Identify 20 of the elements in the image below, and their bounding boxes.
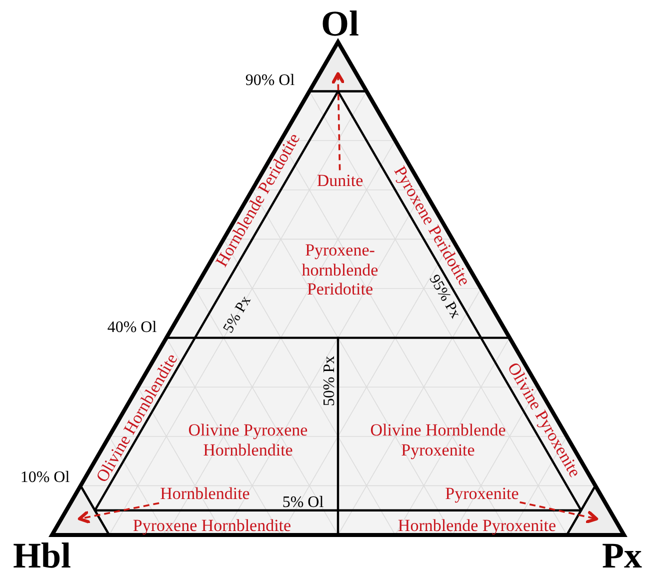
boundary-value-label: 5% Px (220, 294, 256, 336)
boundary-value-label: 90% Ol (245, 72, 295, 90)
boundary-value-label: 10% Ol (20, 468, 70, 488)
rock-field-label: Pyroxene Hornblendite (132, 516, 292, 536)
rock-field-label: Olivine Pyroxene Hornblendite (187, 420, 309, 460)
boundary-value-label: 5% Ol (282, 494, 324, 512)
vertex-label: Hbl (12, 535, 72, 577)
rock-field-label: Pyroxenite (445, 484, 519, 504)
rock-field-label: Hornblende Pyroxenite (398, 516, 556, 536)
rock-field-label: Olivine Hornblende Pyroxenite (369, 420, 507, 460)
rock-field-label: Pyroxene-hornblende Peridotite (300, 240, 380, 300)
vertex-label: Px (602, 535, 642, 577)
boundary-value-label: 50% Px (320, 356, 339, 406)
leader-arrow (78, 502, 160, 524)
rock-field-label: Hornblendite (160, 484, 250, 504)
leader-arrow (332, 72, 344, 170)
rock-field-label: Dunite (316, 171, 364, 191)
boundary-value-label: 40% Ol (107, 318, 157, 338)
vertex-label: Ol (321, 3, 359, 45)
leader-arrow (520, 501, 598, 524)
